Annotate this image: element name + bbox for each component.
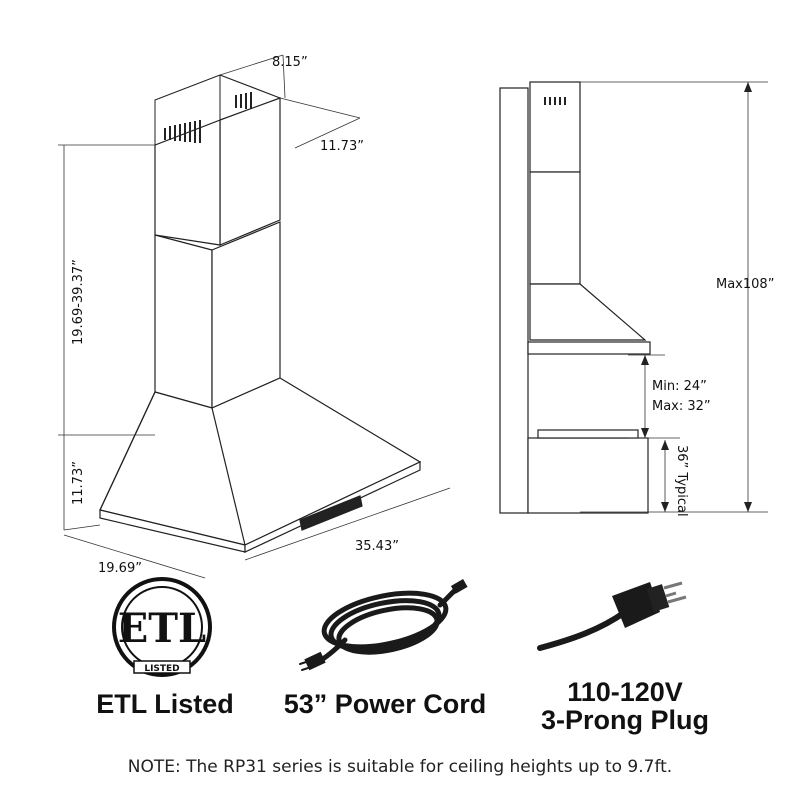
wall-outline — [499, 87, 529, 514]
power-cord-icon — [299, 579, 468, 671]
hood-width-label: 35.43” — [355, 539, 399, 554]
front-dimension-labels: 8.15” 11.73” 19.69-39.37” 11.73” 19.69” … — [71, 55, 399, 576]
side-dimension-labels: Max108” Min: 24” Max: 32” 36” Typical — [652, 277, 774, 517]
clearance-min-label: Min: 24” — [652, 379, 707, 394]
hood-height-label: 11.73” — [71, 461, 86, 505]
clearance-max-label: Max: 32” — [652, 399, 711, 414]
chimney-vent-icon — [164, 92, 252, 143]
power-cord-caption: 53” Power Cord — [283, 689, 487, 719]
etl-logo-sub: LISTED — [144, 664, 179, 674]
chimney-width-label: 11.73” — [320, 139, 364, 154]
etl-logo-text: ETL — [118, 605, 206, 652]
plug-caption: 110-120V 3-Prong Plug — [520, 678, 730, 735]
side-vent-icon — [544, 97, 566, 105]
plug-icon — [537, 581, 687, 651]
hood-side-view — [499, 81, 768, 514]
counter-height-label: 36” Typical — [674, 445, 689, 517]
chimney-height-label: 19.69-39.37” — [71, 259, 86, 345]
plug-caption-line2: 3-Prong Plug — [541, 705, 709, 736]
etl-logo-icon: ETL LISTED — [112, 577, 212, 677]
plug-caption-line1: 110-120V — [567, 677, 683, 707]
cooktop-outline — [527, 437, 649, 514]
etl-listed-caption: ETL Listed — [96, 689, 234, 719]
hood-front-view — [58, 54, 451, 579]
ceiling-note: NOTE: The RP31 series is suitable for ce… — [127, 757, 673, 777]
control-panel-icon — [299, 495, 363, 531]
max-height-label: Max108” — [716, 277, 774, 292]
hood-depth-label: 19.69” — [98, 561, 142, 576]
chimney-depth-label: 8.15” — [272, 55, 308, 70]
